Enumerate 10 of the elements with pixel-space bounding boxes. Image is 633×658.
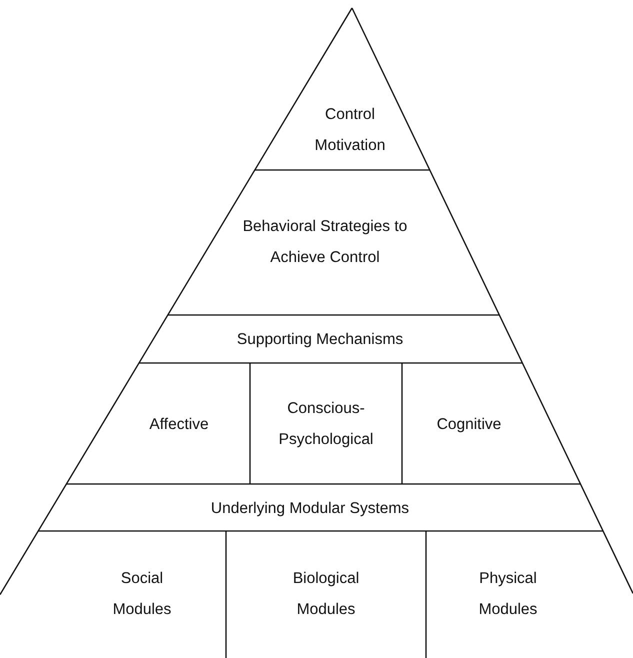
tier-label: Behavioral Strategies to Achieve Control bbox=[242, 217, 408, 268]
tier-label: Biological Modules bbox=[292, 569, 360, 620]
tier-label: Supporting Mechanisms bbox=[236, 330, 404, 350]
tier-label: Control Motivation bbox=[314, 105, 386, 156]
tier-label: Cognitive bbox=[436, 414, 502, 434]
tier-label: Underlying Modular Systems bbox=[210, 498, 410, 518]
tier-label: Social Modules bbox=[112, 569, 172, 620]
tier-label: Conscious-Psychological bbox=[278, 399, 374, 450]
tier-label: Affective bbox=[149, 414, 209, 434]
tier-label: Physical Modules bbox=[478, 569, 538, 620]
